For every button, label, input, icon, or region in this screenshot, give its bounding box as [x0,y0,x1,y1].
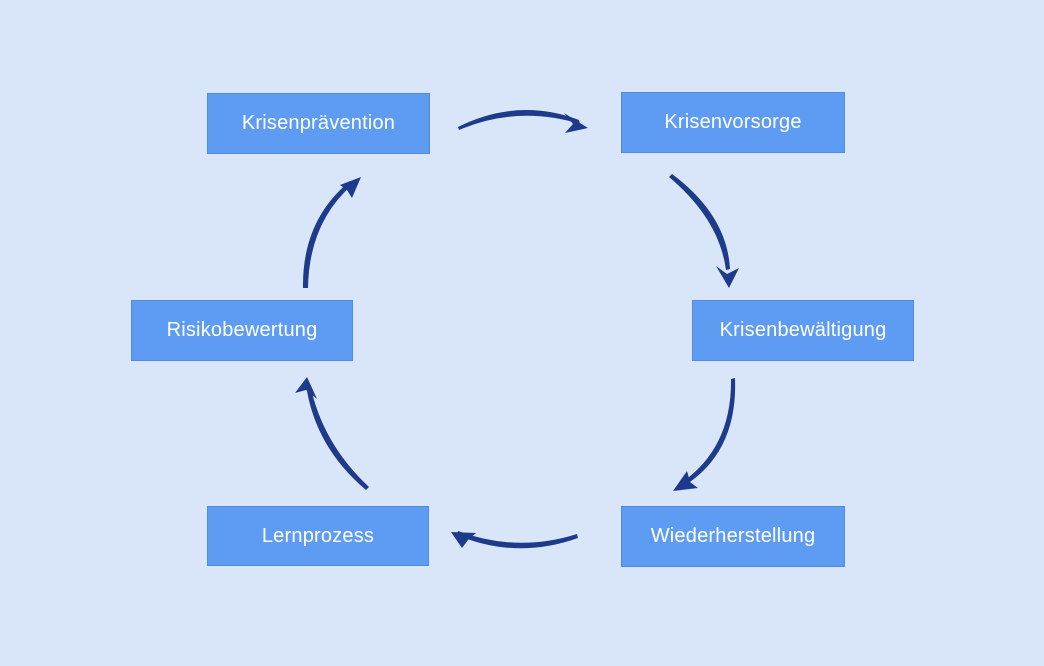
arrow-risikobewertung-to-praevention [302,177,361,288]
arrow-praevention-to-vorsorge [458,110,588,133]
arrow-lernprozess-to-risikobewertung [295,377,369,490]
node-krisenbewaeltigung: Krisenbewältigung [692,300,914,361]
node-risikobewertung-label: Risikobewertung [166,319,318,341]
node-krisenpraevention-label: Krisenprävention [241,112,396,134]
arrow-wiederherstellung-to-lernprozess [451,531,578,549]
arrow-vorsorge-to-bewaeltigung [669,174,739,288]
node-wiederherstellung-label: Wiederherstellung [650,525,816,547]
node-risikobewertung: Risikobewertung [131,300,353,361]
node-wiederherstellung: Wiederherstellung [621,506,845,567]
node-krisenvorsorge-label: Krisenvorsorge [664,111,802,133]
node-krisenbewaeltigung-label: Krisenbewältigung [719,319,887,341]
node-lernprozess: Lernprozess [207,506,429,566]
node-lernprozess-label: Lernprozess [261,524,375,547]
arrow-bewaeltigung-to-wiederherstellung [673,378,736,491]
node-krisenpraevention: Krisenprävention [207,93,430,154]
node-krisenvorsorge: Krisenvorsorge [621,92,845,153]
